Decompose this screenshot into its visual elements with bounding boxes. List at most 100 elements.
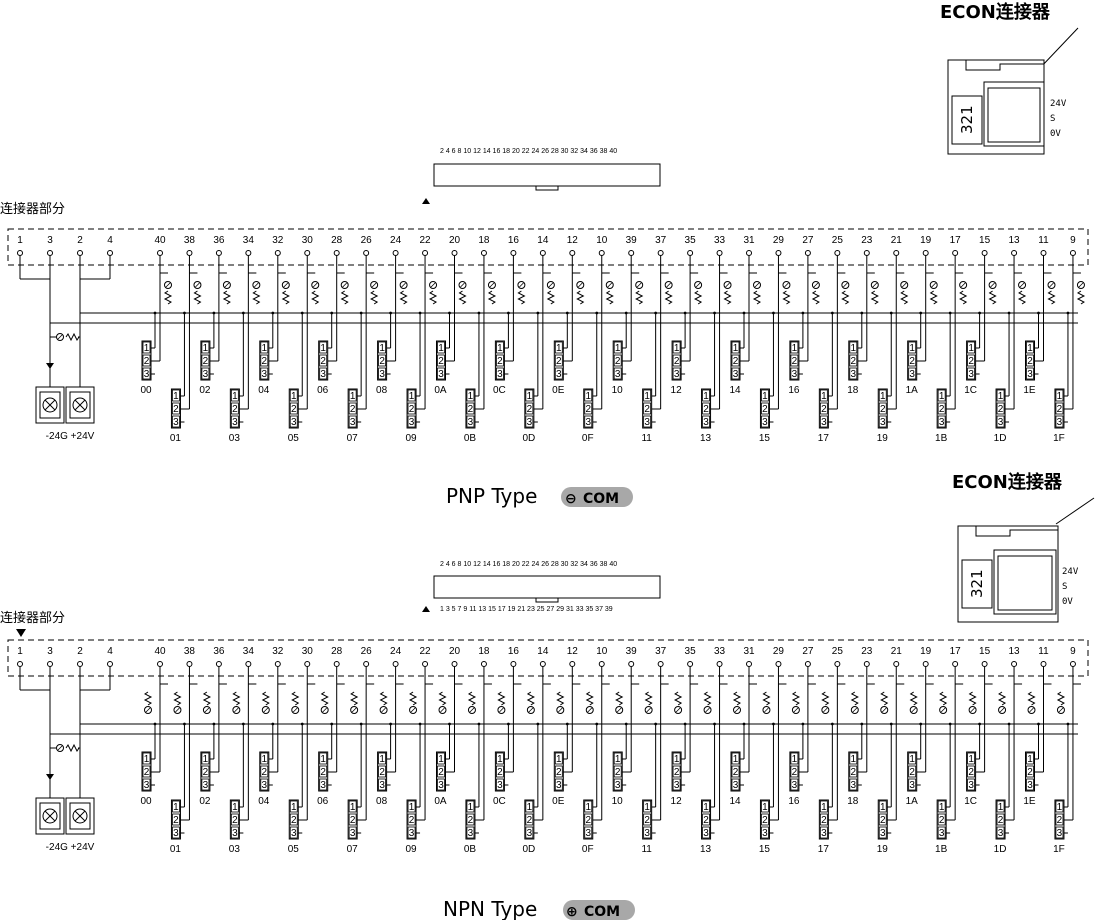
sensor-pin-label: 1: [409, 802, 415, 813]
channel-led-icon-mark: [548, 282, 554, 288]
signal-pin-number: 10: [596, 235, 608, 246]
junction-dot: [860, 722, 864, 726]
sensor-pin-box: [937, 389, 946, 402]
channel-led-icon-mark: [754, 282, 760, 288]
signal-pin-number: 26: [361, 646, 373, 657]
channel-led-icon-mark: [990, 282, 995, 288]
junction-dot: [772, 311, 775, 315]
sensor-pin-label: 3: [556, 780, 562, 791]
channel-resistor-icon: [732, 691, 742, 706]
signal-pin-terminal: [1040, 661, 1047, 667]
econ-signal-s-2: S: [1062, 582, 1067, 592]
sensor-pin-box: [731, 752, 740, 765]
sensor-pin-box: [201, 341, 210, 354]
signal-pin-number: 39: [626, 646, 638, 657]
sensor-pin-box: [790, 367, 799, 380]
signal-pin-terminal: [363, 250, 370, 256]
signal-pin-number: 28: [331, 646, 343, 657]
channel-resistor-icon: [664, 290, 673, 305]
sensor-pin-box: [466, 813, 475, 826]
signal-pin-terminal: [569, 661, 576, 667]
sensor-pin-label: 3: [1057, 417, 1063, 428]
signal-pin-terminal: [746, 250, 752, 256]
sensor-pin-label: 1: [821, 802, 827, 813]
signal-pin-number: 20: [449, 235, 461, 246]
channel-label: 05: [288, 433, 300, 444]
signal-pin-number: 23: [861, 646, 873, 657]
sensor-pin-label: 1: [379, 754, 385, 765]
sensor-pin-box: [1026, 752, 1034, 765]
sensor-pin-label: 3: [909, 780, 915, 791]
channel-led-icon-mark: [204, 707, 210, 713]
sensor-pin-box: [142, 367, 151, 380]
sensor-pin-label: 1: [527, 391, 533, 402]
power-pin-number: 4: [107, 235, 113, 246]
junction-dot: [889, 311, 893, 315]
channel-led-icon-mark: [351, 707, 357, 713]
sensor-pin-label: 1: [262, 754, 268, 765]
junction-dot: [153, 311, 157, 315]
signal-pin-terminal: [422, 661, 429, 667]
connector-frame: [7, 228, 1089, 266]
pin1-marker-icon: [16, 629, 26, 637]
ribbon-header-bottom: 2 4 6 8 10 12 14 16 18 20 22 24 26 28 30…: [422, 561, 661, 613]
channel-led-icon-mark: [940, 707, 946, 713]
sensor-pin-box: [584, 415, 593, 428]
sensor-pin-label: 3: [880, 417, 886, 428]
channel-led-icon-mark: [165, 282, 171, 288]
sensor-pin-box: [348, 813, 357, 826]
junction-dot: [389, 722, 392, 726]
sensor-pin-label: 2: [438, 356, 444, 367]
signal-pin-number: 30: [302, 235, 314, 246]
channel-led-icon-mark: [292, 707, 298, 713]
sensor-pin-box: [613, 367, 622, 380]
junction-dot: [418, 722, 422, 726]
power-pin-terminal: [107, 250, 113, 256]
sensor-pin-label: 1: [203, 754, 209, 765]
channel-label: 13: [700, 433, 712, 444]
signal-pin-terminal: [981, 250, 988, 256]
signal-pin-number: 28: [331, 235, 343, 246]
sensor-pin-label: 1: [438, 754, 444, 765]
junction-dot: [742, 311, 746, 315]
sensor-pin-label: 2: [968, 767, 974, 778]
signal-pin-number: 18: [478, 235, 490, 246]
sensor-pin-box: [790, 752, 799, 765]
channel-resistor-icon: [340, 290, 349, 305]
channel-label: 18: [847, 385, 859, 396]
sensor-pin-label: 2: [232, 815, 238, 826]
econ-pin-numbers-2: 321: [968, 569, 986, 598]
signal-pin-terminal: [775, 250, 782, 256]
channel-label: 0B: [464, 433, 477, 444]
channel-label: 11: [641, 433, 652, 444]
econ-signal-0v: 0V: [1050, 129, 1061, 139]
ribbon-header-body-2: [433, 575, 661, 599]
sensor-pin-box: [731, 354, 740, 367]
sensor-pin-box: [584, 389, 593, 402]
sensor-pin-label: 3: [320, 369, 326, 380]
sensor-pin-box: [643, 415, 652, 428]
sensor-pin-box: [142, 752, 151, 765]
ribbon-header-top: 2 4 6 8 10 12 14 16 18 20 22 24 26 28 30…: [422, 148, 661, 204]
sensor-pin-box: [289, 800, 298, 813]
sensor-pin-box: [466, 826, 475, 839]
signal-pin-terminal: [863, 250, 870, 256]
sensor-pin-box: [672, 341, 681, 354]
channel-resistor-icon: [350, 691, 359, 706]
signal-pin-number: 34: [243, 646, 255, 657]
sensor-pin-box: [172, 389, 180, 402]
sensor-pin-box: [613, 354, 622, 367]
channel-resistor-icon: [811, 290, 821, 305]
terminal-screw-slot: [74, 810, 86, 822]
sensor-pin-label: 2: [468, 404, 474, 415]
channel-led-icon-mark: [145, 707, 151, 713]
sensor-pin-label: 1: [615, 343, 621, 354]
sensor-pin-label: 2: [203, 356, 209, 367]
npn-com-text: COM: [584, 904, 620, 920]
channel-resistor-icon: [379, 691, 388, 706]
sensor-pin-label: 3: [674, 369, 680, 380]
junction-dot: [448, 311, 451, 315]
signal-pin-terminal: [804, 250, 811, 256]
sensor-pin-box: [967, 354, 975, 367]
power-terminal-label: -24G +24V: [46, 842, 95, 853]
